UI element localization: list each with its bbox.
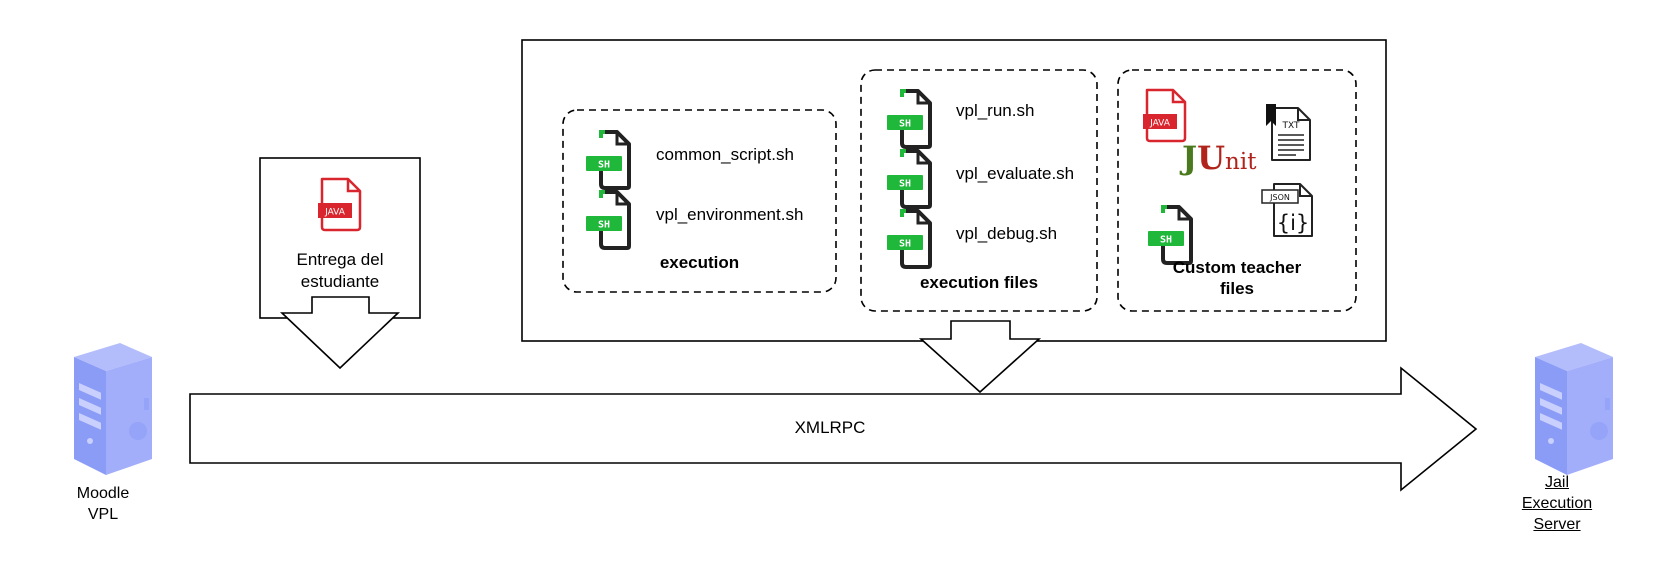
jail-server-icon (1535, 343, 1613, 475)
environment-down-arrow (918, 320, 1042, 394)
file-name: vpl_debug.sh (956, 224, 1058, 243)
file-name: vpl_evaluate.sh (956, 164, 1075, 183)
file-name: common_script.sh (656, 145, 794, 164)
jail-server-label: Jail Execution Server (1521, 474, 1593, 533)
submission-label: Entrega del estudiante (296, 250, 384, 291)
json-file-icon: JSON {i} (1261, 183, 1313, 237)
execution-files-group (860, 69, 1098, 312)
java-file-icon: JAVA (318, 177, 362, 232)
execution-group-title: execution (659, 253, 740, 272)
environment-container (521, 39, 1387, 342)
txt-file-icon: TXT (1266, 104, 1311, 161)
moodle-server-icon (74, 343, 152, 475)
execution-group (562, 109, 837, 293)
svg-text:TXT: TXT (1281, 121, 1300, 131)
junit-logo: JUnit (1182, 139, 1257, 177)
svg-text:{i}: {i} (1277, 211, 1310, 235)
teacher-files-group (1117, 69, 1357, 312)
svg-text:JAVA: JAVA (324, 208, 346, 218)
java-file-icon: JAVA (1143, 88, 1187, 143)
file-name: vpl_run.sh (956, 101, 1035, 120)
teacher-files-group-title: Custom teacher files (1172, 258, 1302, 298)
svg-text:JAVA: JAVA (1149, 119, 1171, 129)
svg-text:JSON: JSON (1269, 193, 1290, 202)
execution-files-group-title: execution files (919, 273, 1039, 292)
submission-down-arrow (279, 296, 401, 370)
file-name: vpl_environment.sh (656, 205, 804, 224)
xmlrpc-arrow (189, 366, 1478, 492)
moodle-label: Moodle VPL (76, 485, 130, 523)
xmlrpc-label: XMLRPC (794, 418, 866, 437)
